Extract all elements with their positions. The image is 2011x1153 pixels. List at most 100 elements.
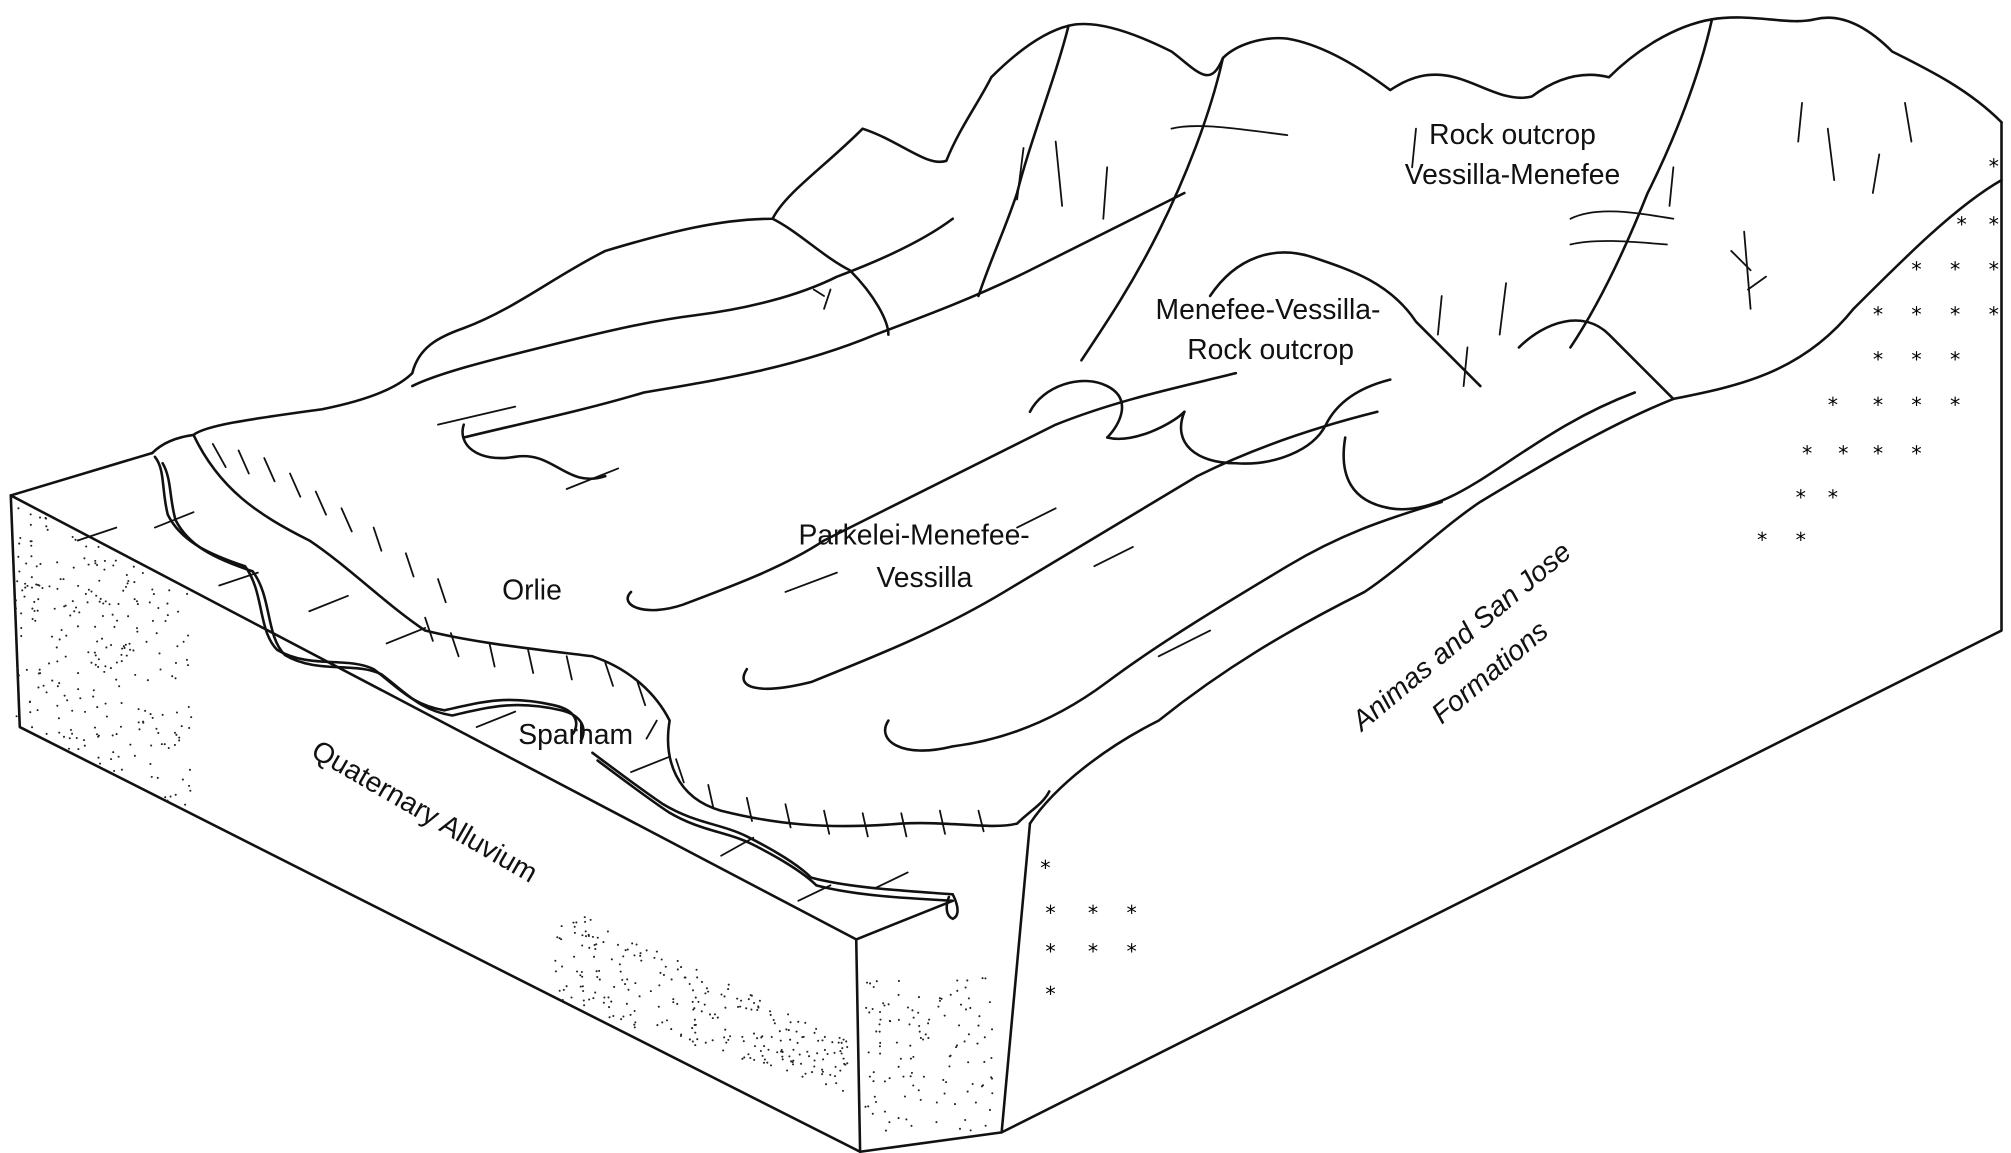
stipple-dot xyxy=(908,1023,911,1026)
stipple-dot xyxy=(918,1025,921,1028)
stipple-dot xyxy=(871,1112,874,1115)
stipple-dot xyxy=(38,516,42,519)
stipple-dot xyxy=(608,1006,611,1009)
stipple-dot xyxy=(48,585,51,588)
stipple-dot xyxy=(840,1041,843,1044)
stipple-dot xyxy=(56,587,59,590)
stipple-dot xyxy=(53,607,56,610)
stipple-dot xyxy=(691,1040,694,1043)
stipple-dot xyxy=(772,1019,775,1022)
stipple-dot xyxy=(575,921,578,924)
stipple-dot xyxy=(168,589,171,592)
stipple-dot xyxy=(840,1052,843,1055)
stipple-dot xyxy=(635,943,638,946)
stipple-dot xyxy=(159,668,162,671)
stipple-dot xyxy=(888,1121,891,1124)
stipple-dot xyxy=(875,980,878,983)
stipple-dot xyxy=(156,776,159,779)
stipple-dot xyxy=(101,615,104,618)
stipple-dot xyxy=(138,728,141,731)
stipple-dot xyxy=(37,598,40,601)
stipple-dot xyxy=(943,1014,946,1017)
stipple-dot xyxy=(166,602,169,605)
stipple-dot xyxy=(177,610,180,613)
stipple-dot xyxy=(66,699,69,702)
stipple-dot xyxy=(872,985,875,989)
stipple-dot xyxy=(20,612,23,615)
stipple-dot xyxy=(680,1033,683,1036)
stipple-dot xyxy=(955,1046,958,1049)
asterisk-mark: * xyxy=(1828,485,1838,509)
stipple-dot xyxy=(17,507,20,510)
stipple-dot xyxy=(78,611,81,614)
stipple-dot xyxy=(763,1058,766,1061)
stipple-dot xyxy=(789,1038,792,1041)
stipple-dot xyxy=(639,952,642,955)
stipple-dot xyxy=(112,751,115,754)
stipple-dot xyxy=(790,1060,793,1063)
stipple-dot xyxy=(937,1005,940,1008)
stipple-dot xyxy=(691,989,695,992)
stipple-dot xyxy=(105,715,108,718)
stipple-dot xyxy=(18,542,21,545)
stipple-dot xyxy=(872,1080,875,1083)
stipple-dot xyxy=(69,728,72,731)
stipple-dot xyxy=(115,678,118,681)
stipple-dot xyxy=(864,1105,867,1108)
stipple-dot xyxy=(753,1058,756,1061)
stipple-dot xyxy=(724,1028,727,1031)
stipple-dot xyxy=(120,702,123,705)
stipple-dot xyxy=(145,640,148,643)
asterisk-mark: * xyxy=(1989,213,1999,237)
stipple-dot xyxy=(94,559,97,562)
stipple-dot xyxy=(180,725,183,728)
asterisk-mark: * xyxy=(1911,303,1921,327)
stipple-dot xyxy=(18,570,21,573)
stipple-dot xyxy=(570,996,573,999)
asterisk-mark: * xyxy=(1950,303,1960,327)
stipple-dot xyxy=(84,592,87,595)
stipple-dot xyxy=(101,637,104,640)
stipple-dot xyxy=(620,1018,623,1021)
stipple-dot xyxy=(745,1007,748,1010)
stipple-dot xyxy=(17,555,20,558)
stipple-dot xyxy=(38,584,41,587)
stipple-dot xyxy=(822,1058,825,1061)
stipple-dot xyxy=(593,943,596,947)
stipple-dot xyxy=(55,646,58,649)
stipple-dot xyxy=(882,1002,885,1005)
asterisk-mark: * xyxy=(1950,393,1960,417)
stipple-dot xyxy=(72,566,75,569)
stipple-dot xyxy=(981,977,984,980)
stipple-dot xyxy=(151,588,154,591)
stipple-dot xyxy=(624,983,627,986)
stipple-dot xyxy=(785,1028,788,1031)
stipple-dot xyxy=(786,1069,789,1072)
stipple-dot xyxy=(757,1005,760,1008)
stipple-dot xyxy=(696,1038,699,1041)
stipple-dot xyxy=(633,1009,636,1013)
stipple-dot xyxy=(94,562,97,565)
stipple-dot xyxy=(948,1065,951,1068)
stipple-dot xyxy=(750,1008,753,1011)
stipple-dot xyxy=(141,572,144,575)
stipple-dot xyxy=(723,995,726,998)
asterisk-mark: * xyxy=(1950,258,1960,282)
stipple-dot xyxy=(556,936,559,939)
stipple-dot xyxy=(594,991,597,994)
stipple-dot xyxy=(888,1077,891,1080)
stipple-dot xyxy=(121,647,124,650)
stipple-dot xyxy=(694,1044,697,1047)
stipple-dot xyxy=(964,1008,968,1011)
stipple-dot xyxy=(132,649,135,652)
stipple-dot xyxy=(173,743,176,746)
stipple-dot xyxy=(762,1061,766,1064)
stipple-dot xyxy=(842,1057,845,1060)
stipple-dot xyxy=(670,978,673,981)
stipple-dot xyxy=(158,652,161,655)
stipple-dot xyxy=(781,1050,784,1053)
stipple-dot xyxy=(161,713,164,716)
stipple-dot xyxy=(966,979,969,982)
stipple-dot xyxy=(918,1030,921,1033)
stipple-dot xyxy=(24,582,27,585)
